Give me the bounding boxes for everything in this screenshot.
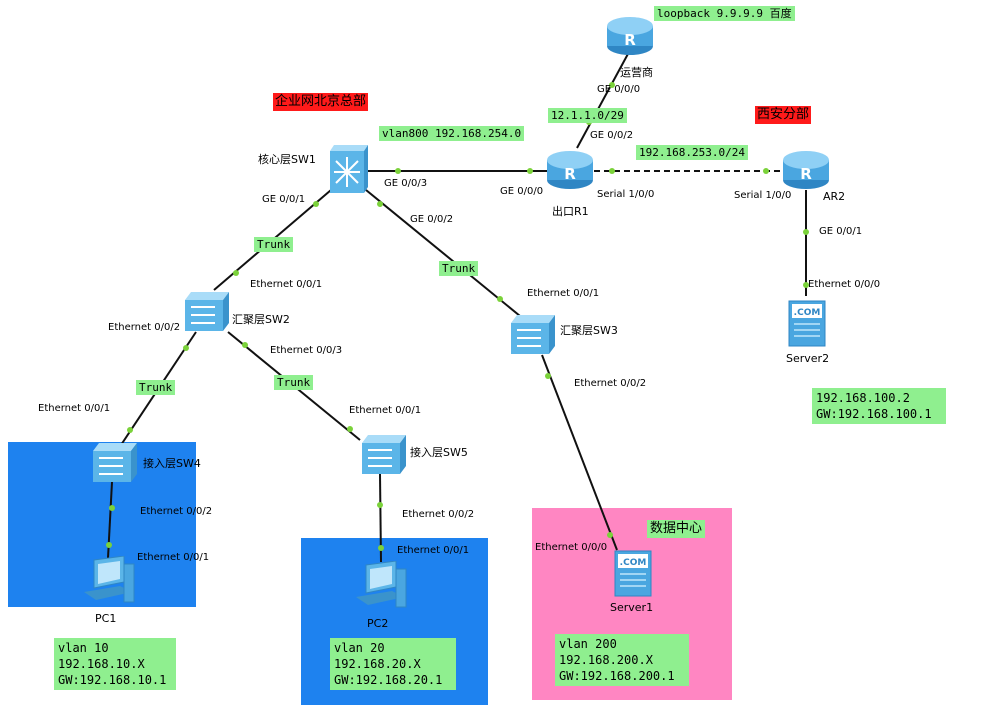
port-label: Serial 1/0/0 bbox=[597, 189, 655, 200]
svg-text:R: R bbox=[624, 31, 636, 49]
server-icon[interactable]: .COM bbox=[786, 298, 828, 348]
server2-name: Server2 bbox=[786, 352, 830, 365]
port-label: GE 0/0/0 bbox=[597, 84, 641, 95]
port-label: Ethernet 0/0/1 bbox=[38, 403, 111, 414]
port-label: GE 0/0/1 bbox=[819, 226, 863, 237]
isp-network-label: 12.1.1.0/29 bbox=[548, 108, 627, 123]
switch-icon[interactable] bbox=[509, 312, 557, 356]
server1-info: vlan 200 192.168.200.X GW:192.168.200.1 bbox=[555, 634, 689, 686]
server1-gw: GW:192.168.200.1 bbox=[559, 669, 675, 683]
port-label: Ethernet 0/0/1 bbox=[397, 545, 470, 556]
switch-icon[interactable] bbox=[360, 432, 408, 476]
port-label: GE 0/0/2 bbox=[410, 214, 454, 225]
link-sw1-sw3 bbox=[365, 189, 521, 317]
router-icon[interactable]: R bbox=[545, 146, 595, 190]
svg-text:.COM: .COM bbox=[794, 308, 821, 318]
pc1-vlan: vlan 10 bbox=[58, 641, 109, 655]
datacenter-header: 数据中心 bbox=[647, 520, 706, 538]
switch-icon[interactable] bbox=[91, 440, 139, 484]
port-dots bbox=[106, 82, 809, 551]
pc1-info: vlan 10 192.168.10.X GW:192.168.10.1 bbox=[54, 638, 176, 690]
wan-network-label: 192.168.253.0/24 bbox=[636, 145, 748, 160]
svg-text:R: R bbox=[564, 165, 576, 183]
server1-ip: 192.168.200.X bbox=[559, 653, 653, 667]
trunk-label: Trunk bbox=[136, 380, 176, 395]
link-sw3-server1 bbox=[541, 354, 618, 551]
pc1-gw: GW:192.168.10.1 bbox=[58, 673, 167, 687]
svg-text:R: R bbox=[800, 165, 812, 183]
port-label: GE 0/0/2 bbox=[590, 130, 634, 141]
sw4-name: 接入层SW4 bbox=[143, 457, 201, 470]
server2-ip: 192.168.100.2 bbox=[816, 391, 910, 405]
core-sw1-name: 核心层SW1 bbox=[258, 153, 316, 166]
port-label: Ethernet 0/0/0 bbox=[535, 542, 608, 553]
port-label: Ethernet 0/0/1 bbox=[137, 552, 210, 563]
xian-header: 西安分部 bbox=[755, 106, 812, 124]
pc1-ip: 192.168.10.X bbox=[58, 657, 145, 671]
switch-icon[interactable] bbox=[183, 289, 231, 333]
sw2-name: 汇聚层SW2 bbox=[232, 313, 290, 326]
ar2-name: AR2 bbox=[823, 190, 846, 203]
port-label: Ethernet 0/0/1 bbox=[349, 405, 422, 416]
port-label: GE 0/0/1 bbox=[262, 194, 306, 205]
server1-vlan: vlan 200 bbox=[559, 637, 617, 651]
pc2-name: PC2 bbox=[367, 617, 389, 630]
isp-name: 运营商 bbox=[620, 66, 653, 79]
svg-text:.COM: .COM bbox=[620, 558, 647, 568]
port-label: Ethernet 0/0/2 bbox=[140, 506, 213, 517]
r1-name: 出口R1 bbox=[552, 205, 589, 218]
pc-icon[interactable] bbox=[80, 556, 138, 612]
l3-switch-icon[interactable] bbox=[328, 141, 370, 195]
pc2-vlan: vlan 20 bbox=[334, 641, 385, 655]
trunk-label: Trunk bbox=[254, 237, 294, 252]
router-icon[interactable]: R bbox=[781, 146, 831, 190]
port-label: Ethernet 0/0/2 bbox=[574, 378, 647, 389]
port-label: Ethernet 0/0/2 bbox=[402, 509, 475, 520]
router-icon[interactable]: R bbox=[605, 12, 655, 56]
server1-name: Server1 bbox=[610, 601, 654, 614]
sw5-name: 接入层SW5 bbox=[410, 446, 468, 459]
pc2-gw: GW:192.168.20.1 bbox=[334, 673, 443, 687]
sw3-name: 汇聚层SW3 bbox=[560, 324, 618, 337]
trunk-label: Trunk bbox=[274, 375, 314, 390]
port-label: Ethernet 0/0/1 bbox=[250, 279, 323, 290]
pc2-ip: 192.168.20.X bbox=[334, 657, 421, 671]
trunk-label: Trunk bbox=[439, 261, 479, 276]
port-label: Serial 1/0/0 bbox=[734, 190, 792, 201]
vlan800-label: vlan800 192.168.254.0 bbox=[379, 126, 525, 141]
port-label: Ethernet 0/0/2 bbox=[108, 322, 181, 333]
loopback-label: loopback 9.9.9.9 百度 bbox=[654, 6, 795, 21]
port-label: Ethernet 0/0/0 bbox=[808, 279, 881, 290]
port-label: Ethernet 0/0/3 bbox=[270, 345, 343, 356]
pc1-name: PC1 bbox=[95, 612, 117, 625]
hq-header: 企业网北京总部 bbox=[273, 93, 369, 111]
link-isp-r1 bbox=[576, 51, 630, 149]
server2-gw: GW:192.168.100.1 bbox=[816, 407, 932, 421]
port-label: GE 0/0/0 bbox=[500, 186, 544, 197]
port-label: GE 0/0/3 bbox=[384, 178, 428, 189]
server-icon[interactable]: .COM bbox=[612, 548, 654, 598]
pc-icon[interactable] bbox=[352, 561, 410, 617]
pc2-info: vlan 20 192.168.20.X GW:192.168.20.1 bbox=[330, 638, 456, 690]
port-label: Ethernet 0/0/1 bbox=[527, 288, 600, 299]
server2-info: 192.168.100.2 GW:192.168.100.1 bbox=[812, 388, 946, 424]
